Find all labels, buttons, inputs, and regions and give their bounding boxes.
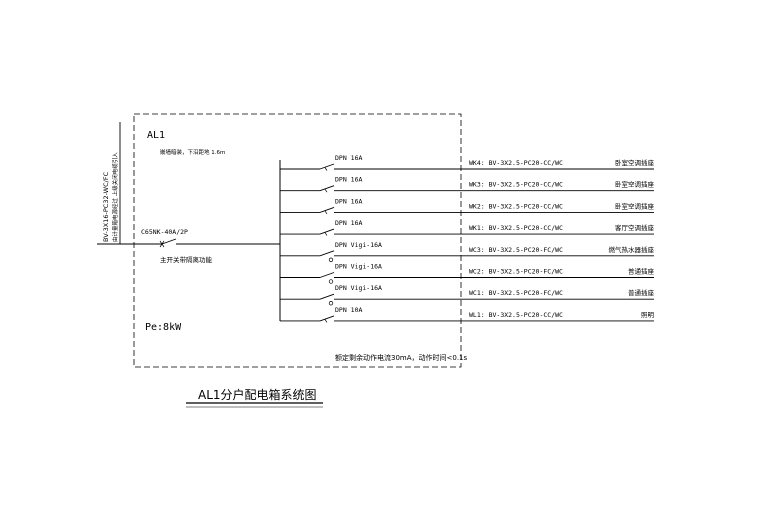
switch-tick (324, 167, 328, 171)
circuit-row: DPN 16A WK2: BV-3X2.5-PC20-CC/WC 卧室空调插座 (280, 197, 655, 215)
circuit-row: DPN Vigi-16A WC3: BV-3X2.5-PC20-FC/WC 燃气热水… (280, 241, 655, 262)
circuit-load-label: 普通插座 (628, 267, 655, 276)
circuit-cable-label: WL1: BV-3X2.5-PC20-CC/WC (469, 311, 563, 319)
circuit-row: DPN 16A WK4: BV-3X2.5-PC20-CC/WC 卧室空调插座 (280, 154, 655, 171)
circuit-cable: BV-3X2.5-PC20-CC/WC (489, 159, 563, 167)
circuit-code: WK2 (469, 202, 481, 210)
circuit-code-separator: : (481, 202, 489, 210)
circuit-row: DPN 16A WK3: BV-3X2.5-PC20-CC/WC 卧室空调插座 (280, 176, 655, 193)
circuit-code-separator: : (481, 311, 489, 319)
circuit-code-separator: : (481, 224, 489, 232)
circuit-code-separator: : (481, 181, 489, 189)
switch-tick (324, 210, 328, 215)
circuit-breaker-label: DPN 16A (335, 197, 362, 205)
circuit-breaker-label: DPN 16A (335, 219, 362, 227)
circuit-code: WC2 (469, 268, 481, 276)
circuit-breaker-label: DPN Vigi-16A (335, 263, 382, 271)
panel-power: Pe:8kW (145, 322, 182, 333)
circuit-breaker-label: DPN Vigi-16A (335, 284, 382, 292)
circuit-row: DPN Vigi-16A WC2: BV-3X2.5-PC20-FC/WC 普通插座 (280, 263, 655, 284)
diagram-title: AL1分户配电箱系统图 (198, 387, 317, 402)
circuit-cable: BV-3X2.5-PC20-CC/WC (489, 181, 563, 189)
circuit-cable-label: WK4: BV-3X2.5-PC20-CC/WC (469, 159, 563, 167)
circuit-cable-label: WK3: BV-3X2.5-PC20-CC/WC (469, 181, 563, 189)
circuit-code: WK3 (469, 181, 481, 189)
circuit-code-separator: : (481, 159, 489, 167)
panel-enclosure (133, 113, 462, 368)
circuit-load-label: 客厅空调插座 (615, 223, 655, 232)
circuit-breaker-label: DPN 10A (335, 306, 362, 314)
circuit-row: DPN 10A WL1: BV-3X2.5-PC20-CC/WC 照明 (280, 306, 655, 323)
circuit-code: WC1 (469, 289, 481, 297)
circuit-cable: BV-3X2.5-PC20-FC/WC (489, 289, 563, 297)
circuit-switch-blade (319, 250, 335, 257)
circuit-switch-blade (319, 185, 335, 192)
circuit-cable-label: WC1: BV-3X2.5-PC20-FC/WC (469, 289, 563, 297)
panel-mount-note: 嵌墙暗装，下沿距地 1.6m (160, 148, 225, 156)
main-switch-label: 主开关带隔离功能 (160, 255, 213, 264)
circuit-cable: BV-3X2.5-PC20-FC/WC (489, 268, 563, 276)
circuit-cable-label: WC2: BV-3X2.5-PC20-FC/WC (469, 268, 563, 276)
circuit-code: WK1 (469, 224, 481, 232)
circuit-code-separator: : (481, 268, 489, 276)
circuit-switch-blade (319, 206, 335, 213)
circuit-load-label: 卧室空调插座 (615, 201, 655, 210)
circuit-switch-blade (319, 315, 335, 322)
circuit-row: DPN 16A WK1: BV-3X2.5-PC20-CC/WC 客厅空调插座 (280, 219, 655, 236)
circuit-switch-blade (319, 272, 335, 278)
panel-name: AL1 (147, 130, 165, 141)
feeder-cable-label: BV-3X16-PC32-WC/FC (102, 171, 110, 242)
switch-tick (324, 232, 328, 236)
circuit-cable: BV-3X2.5-PC20-CC/WC (489, 311, 563, 319)
circuit-cable: BV-3X2.5-PC20-CC/WC (489, 224, 563, 232)
rcd-symbol (328, 279, 334, 284)
rcd-symbol (328, 301, 334, 306)
circuit-code: WK4 (469, 159, 481, 167)
circuit-load-label: 燃气热水器插座 (609, 245, 655, 254)
main-switch-symbol (159, 238, 280, 248)
circuit-cable-label: WK1: BV-3X2.5-PC20-CC/WC (469, 224, 563, 232)
circuit-cable-label: WK2: BV-3X2.5-PC20-CC/WC (469, 202, 563, 210)
circuit-load-label: 照明 (641, 311, 655, 319)
switch-tick (324, 189, 328, 193)
switch-tick (324, 319, 328, 323)
main-breaker-label: C65NK-40A/2P (141, 228, 188, 236)
circuit-load-label: 卧室空调插座 (615, 180, 655, 189)
circuit-switch-blade (319, 293, 335, 300)
circuit-code: WL1 (469, 311, 481, 319)
circuit-cable: BV-3X2.5-PC20-FC/WC (489, 246, 563, 254)
circuit-cable: BV-3X2.5-PC20-CC/WC (489, 202, 563, 210)
circuit-switch-blade (319, 228, 335, 235)
circuit-load-label: 卧室空调插座 (615, 158, 655, 167)
circuit-code-separator: : (481, 246, 489, 254)
circuit-breaker-label: DPN 16A (335, 176, 362, 184)
circuit-code: WC3 (469, 246, 481, 254)
rcd-symbol (328, 257, 334, 262)
rcd-note: 额定剩余动作电流30mA，动作时间<0.1s (335, 353, 468, 362)
circuit-cable-label: WC3: BV-3X2.5-PC20-FC/WC (469, 246, 563, 254)
circuit-code-separator: : (481, 289, 489, 297)
circuit-breaker-label: DPN Vigi-16A (335, 241, 382, 249)
circuit-load-label: 普通插座 (628, 288, 655, 297)
circuit-breaker-label: DPN 16A (335, 154, 362, 162)
circuit-switch-blade (319, 163, 335, 170)
feeder-note-label: 由计量箱电源经过 上级关闭电缆引入 (111, 152, 119, 242)
circuit-row: DPN Vigi-16A WC1: BV-3X2.5-PC20-FC/WC 普通插座 (280, 284, 655, 306)
